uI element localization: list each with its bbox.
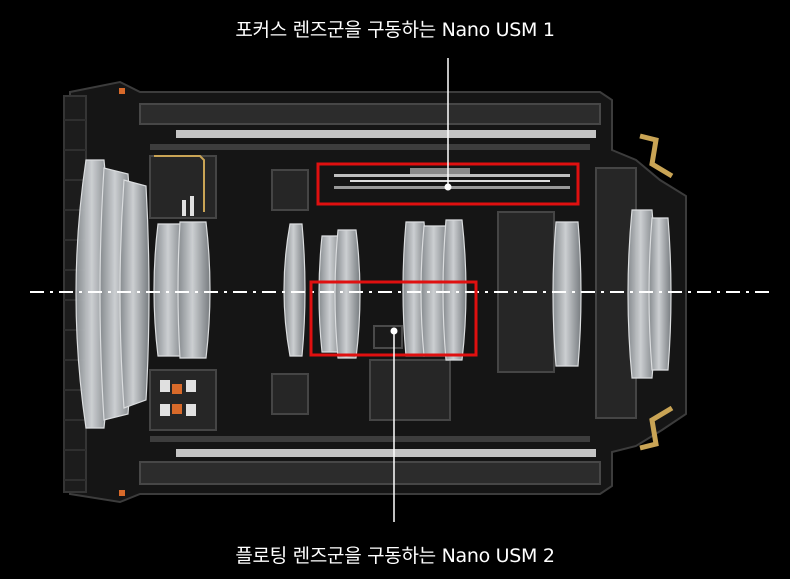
floating-group-caption: 플로팅 렌즈군을 구동하는 Nano USM 2 xyxy=(235,545,555,567)
floating-lens-e xyxy=(442,219,467,361)
lens-elements xyxy=(75,159,672,429)
barrel-tubes xyxy=(139,103,601,485)
focus-group-caption: 포커스 렌즈군을 구동하는 Nano USM 1 xyxy=(235,19,555,41)
lens-group-3 xyxy=(283,223,306,357)
accent-parts xyxy=(119,88,674,496)
lens-group-2b xyxy=(177,221,211,359)
front-lens-3 xyxy=(119,179,150,409)
floating-leader-dot xyxy=(390,327,398,335)
focus-leader-dot xyxy=(444,183,452,191)
inner-frames xyxy=(149,155,637,431)
floating-lens-b xyxy=(334,229,361,359)
focus-motor-assembly xyxy=(334,168,570,189)
floating-motor-assembly xyxy=(373,325,403,349)
rear-lens-3 xyxy=(648,217,672,371)
rear-lens-1 xyxy=(552,221,582,367)
